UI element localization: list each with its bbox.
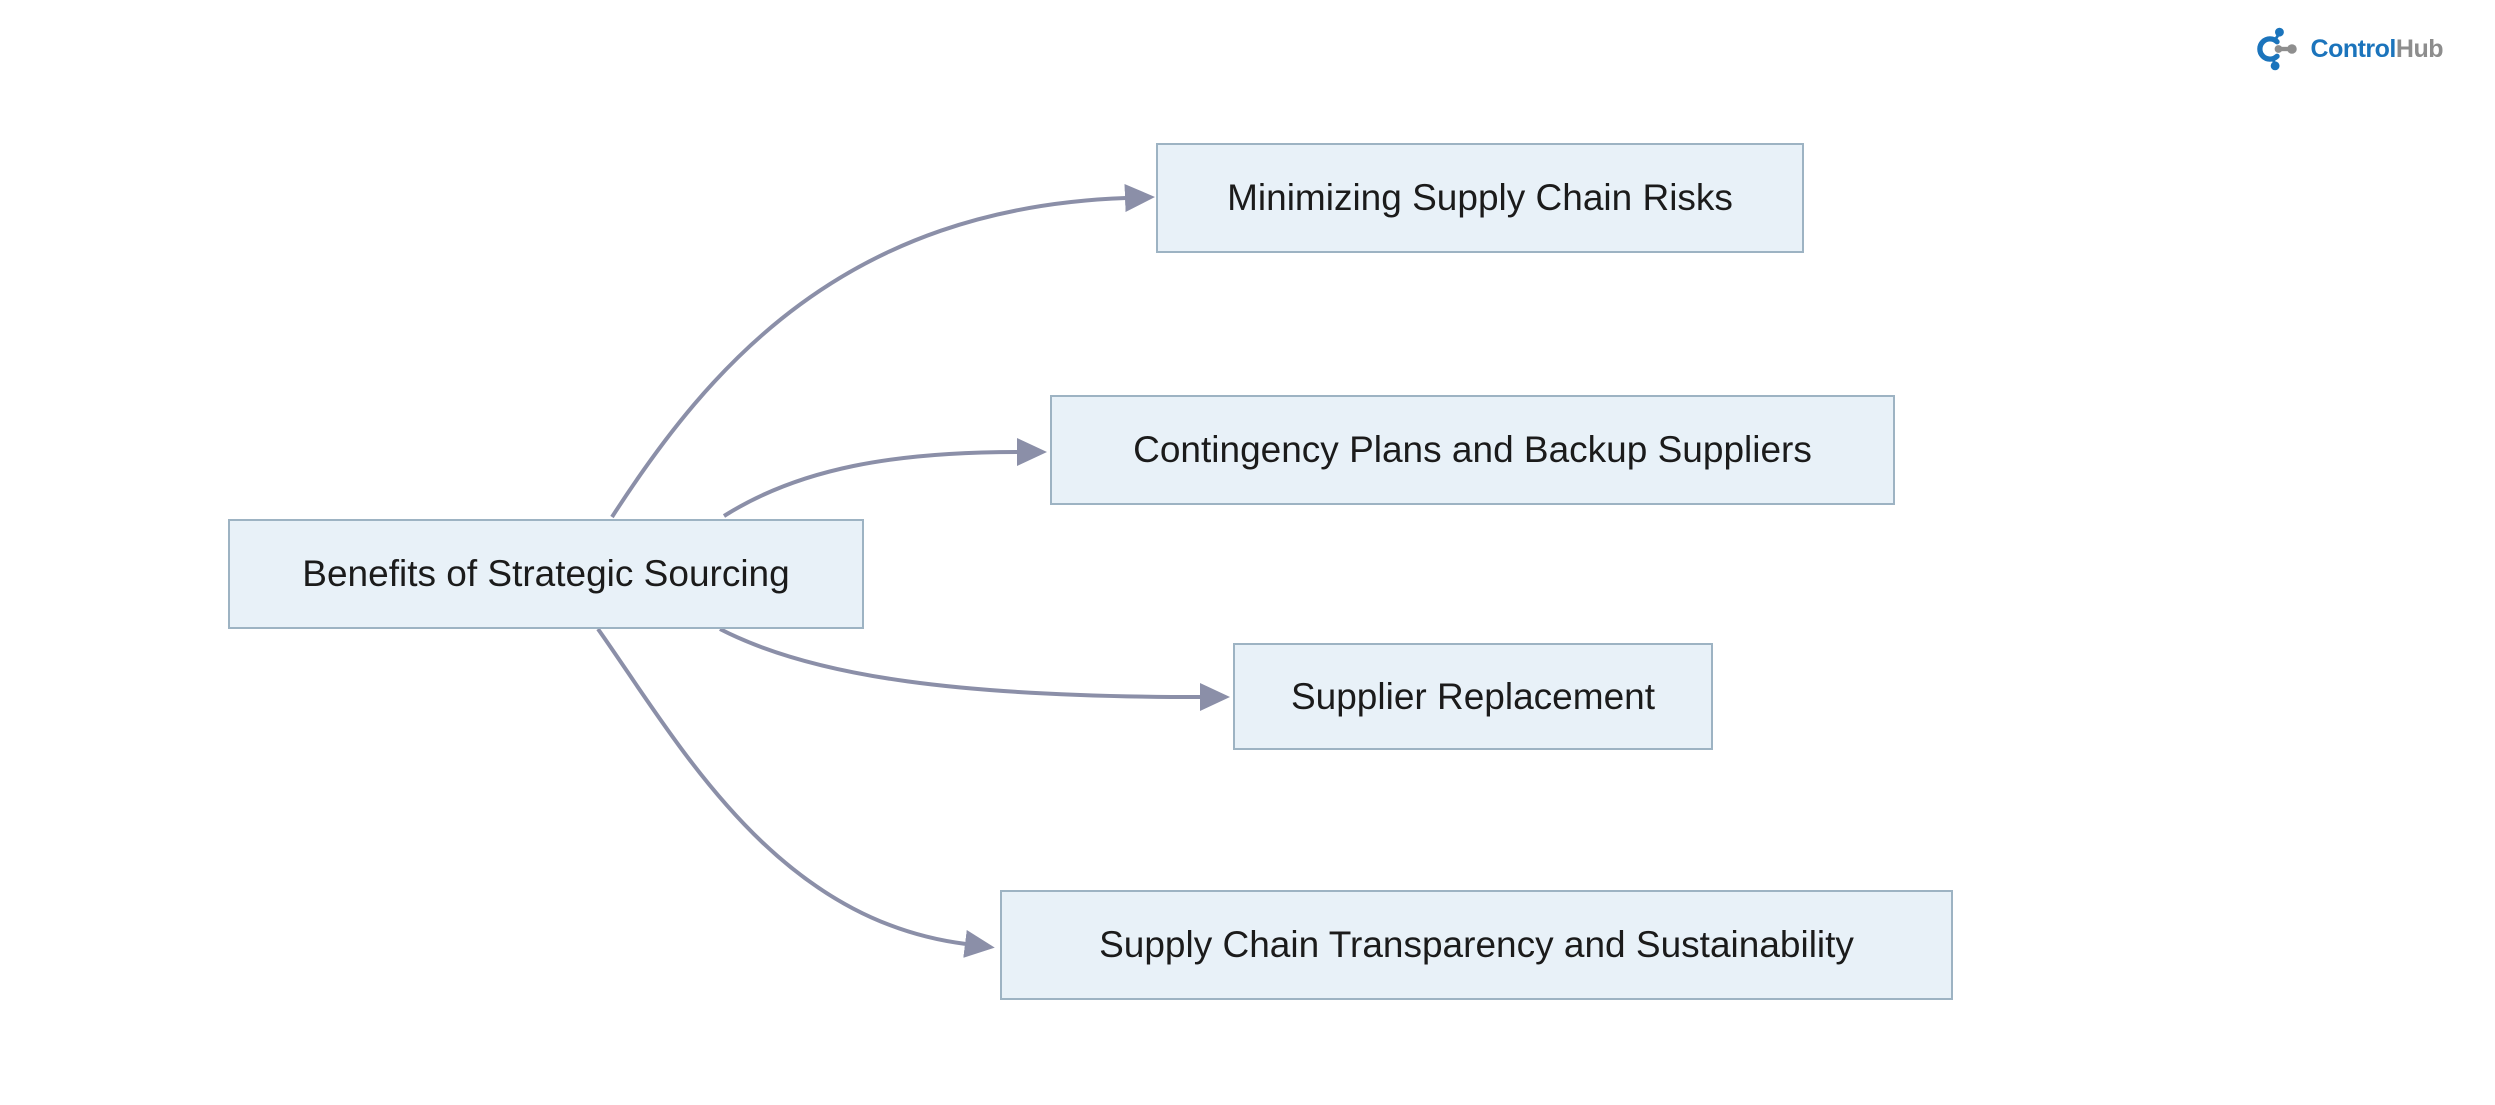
- logo-text-hub: Hub: [2395, 34, 2444, 63]
- logo-wordmark: ControlHub: [2310, 34, 2444, 63]
- edge-root-to-risks: [610, 184, 1155, 519]
- node-label: Contingency Plans and Backup Suppliers: [1133, 429, 1812, 470]
- edge-root-to-transparency: [596, 627, 995, 958]
- logo-text-control: Control: [2310, 34, 2397, 63]
- node-supply-chain-transparency-and-sustainability[interactable]: Supply Chain Transparency and Sustainabi…: [1000, 890, 1953, 1000]
- controlhub-logo[interactable]: ControlHub: [2253, 24, 2444, 74]
- node-label: Supplier Replacement: [1290, 675, 1656, 717]
- node-label: Minimizing Supply Chain Risks: [1227, 177, 1733, 218]
- node-label: Benefits of Strategic Sourcing: [302, 553, 790, 594]
- node-label: Supply Chain Transparency and Sustainabi…: [1099, 924, 1854, 965]
- edge-root-to-contingency: [722, 438, 1047, 518]
- edge-root-to-replacement: [719, 627, 1230, 711]
- node-contingency-plans-and-backup-suppliers[interactable]: Contingency Plans and Backup Suppliers: [1050, 395, 1895, 505]
- node-minimizing-supply-chain-risks[interactable]: Minimizing Supply Chain Risks: [1156, 143, 1804, 253]
- hub-network-icon: [2256, 27, 2297, 71]
- node-supplier-replacement[interactable]: Supplier Replacement: [1233, 643, 1713, 750]
- node-benefits-of-strategic-sourcing[interactable]: Benefits of Strategic Sourcing: [228, 519, 864, 629]
